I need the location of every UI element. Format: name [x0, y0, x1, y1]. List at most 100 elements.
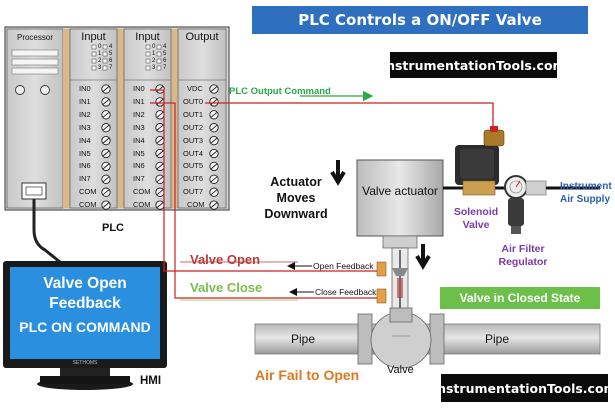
- input2-status-number: 0: [152, 44, 156, 50]
- hmi-line-2: Feedback: [49, 295, 121, 312]
- input1-status-led: [102, 51, 108, 57]
- input2-terminal-label: IN4: [133, 135, 145, 145]
- input1-status-led: [102, 44, 108, 50]
- output-terminal-label: OUT1: [183, 109, 204, 119]
- input2-status-led: [145, 51, 151, 57]
- valve-label: Valve: [387, 364, 414, 376]
- air-filter-regulator: [504, 175, 547, 234]
- input-module-1-label: Input: [81, 31, 106, 43]
- site-badge-top[interactable]: InstrumentationTools.com: [381, 52, 566, 78]
- input2-terminal-label: COM: [133, 200, 151, 210]
- down-arrow-right: [415, 244, 431, 270]
- close-limit-switch: [376, 288, 387, 304]
- input2-status-led: [145, 44, 151, 50]
- input1-status-led: [91, 51, 97, 57]
- close-feedback-label: Close Feedback: [315, 287, 377, 297]
- input1-terminal-label: IN1: [79, 96, 91, 106]
- output-module-label: Output: [185, 31, 219, 43]
- hmi-brand: SETHOMS: [72, 360, 98, 366]
- air-fail-label: Air Fail to Open: [255, 367, 360, 383]
- input2-terminal-label: IN2: [133, 109, 145, 119]
- output-terminal-label: OUT0: [183, 96, 204, 106]
- input-module-2-label: Input: [135, 31, 160, 43]
- valve-open-label: Valve Open: [190, 252, 261, 267]
- input1-terminal-label: IN2: [79, 109, 91, 119]
- input1-terminal-label: IN5: [79, 148, 91, 158]
- input1-status-number: 5: [109, 51, 113, 57]
- input2-terminal-label: IN7: [133, 174, 145, 184]
- valve-state-badge: Valve in Closed State: [440, 287, 600, 309]
- input2-terminal-label: IN6: [133, 161, 145, 171]
- output-terminal-label: OUT5: [183, 161, 204, 171]
- input1-status-number: 0: [98, 44, 102, 50]
- input2-status-led: [156, 58, 162, 64]
- output-wire: [205, 102, 494, 128]
- actuator-moves-label: Actuator Moves Downward: [264, 175, 328, 221]
- hmi-line-1: Valve Open: [43, 275, 127, 292]
- input2-status-number: 4: [163, 44, 167, 50]
- processor-led-2: [40, 85, 50, 95]
- input2-terminal-label: IN5: [133, 148, 145, 158]
- input2-status-number: 2: [152, 58, 156, 64]
- input1-terminal-label: IN3: [79, 122, 91, 132]
- input2-status-led: [156, 51, 162, 57]
- input1-terminal-label: COM: [79, 187, 97, 197]
- open-feedback-wire: [150, 89, 384, 272]
- input2-status-number: 5: [163, 51, 167, 57]
- input1-status-number: 1: [98, 51, 102, 57]
- instrument-air-supply-label: Instrument Air Supply: [560, 181, 612, 205]
- right-flange: [429, 313, 445, 365]
- pipe-right-label: Pipe: [485, 332, 510, 346]
- input1-status-number: 2: [98, 58, 102, 64]
- input1-status-number: 7: [109, 65, 113, 71]
- output-terminal-label: OUT2: [183, 122, 204, 132]
- air-filter-regulator-label: Air Filter Regulator: [498, 243, 548, 268]
- processor-label: Processor: [16, 33, 53, 42]
- hmi-label: HMI: [140, 375, 162, 387]
- output-terminal-label: OUT4: [183, 148, 204, 158]
- input2-status-led: [145, 58, 151, 64]
- input1-status-number: 6: [109, 58, 113, 64]
- input1-status-led: [91, 58, 97, 64]
- input1-status-led: [102, 65, 108, 71]
- open-limit-switch: [376, 261, 387, 277]
- input1-status-led: [91, 44, 97, 50]
- output-terminal-label: COM: [187, 200, 205, 210]
- input1-terminal-label: IN7: [79, 174, 91, 184]
- down-arrow-left: [330, 160, 346, 186]
- input2-terminal-label: COM: [133, 187, 151, 197]
- solenoid-valve: [455, 126, 505, 196]
- input1-status-number: 4: [109, 44, 113, 50]
- open-feedback-label: Open Feedback: [313, 261, 374, 271]
- input1-terminal-label: IN4: [79, 135, 91, 145]
- left-flange: [357, 313, 373, 365]
- close-feedback-wire: [150, 102, 384, 299]
- hmi-line-3: PLC ON COMMAND: [19, 319, 151, 335]
- plc-label: PLC: [102, 222, 124, 234]
- solenoid-valve-label: Solenoid Valve: [453, 206, 499, 231]
- input2-status-led: [156, 44, 162, 50]
- output-terminal-label: OUT6: [183, 174, 204, 184]
- input1-status-led: [102, 58, 108, 64]
- input2-status-led: [145, 65, 151, 71]
- input2-status-number: 7: [163, 65, 167, 71]
- input2-status-number: 1: [152, 51, 156, 57]
- site-badge-bottom[interactable]: InstrumentationTools.com: [432, 374, 615, 402]
- valve-actuator-body: [356, 159, 444, 237]
- valve-close-label: Valve Close: [190, 280, 263, 295]
- input2-terminal-label: IN1: [133, 96, 145, 106]
- input2-status-number: 6: [163, 58, 167, 64]
- valve-actuator-label: Valve actuator: [362, 184, 438, 198]
- output-terminal-label: OUT7: [183, 187, 204, 197]
- hmi-screen: Valve Open Feedback PLC ON COMMAND: [11, 268, 159, 358]
- output-terminal-label: VDC: [187, 84, 203, 93]
- input2-terminal-label: IN3: [133, 122, 145, 132]
- input1-status-number: 3: [98, 65, 102, 71]
- processor-port: [21, 182, 47, 200]
- input2-status-number: 3: [152, 65, 156, 71]
- input2-terminal-label: IN0: [133, 84, 145, 93]
- pipe-left-label: Pipe: [291, 332, 316, 346]
- input1-terminal-label: COM: [79, 200, 97, 210]
- input2-status-led: [156, 65, 162, 71]
